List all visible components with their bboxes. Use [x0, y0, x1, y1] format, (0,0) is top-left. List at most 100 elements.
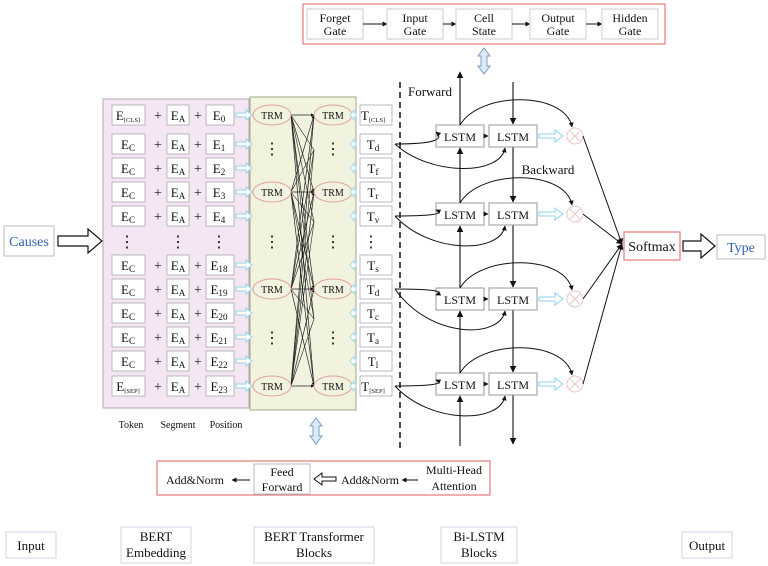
trm-connection	[290, 221, 315, 290]
trm-connection	[290, 114, 316, 387]
gate-label-line2: Gate	[324, 24, 347, 38]
emb-vdots: ⋮	[119, 234, 135, 251]
trm-node	[252, 104, 292, 126]
plus-sign: +	[194, 162, 202, 177]
token-embedding: E[CLS]	[116, 108, 140, 124]
trm-to-output-arrow	[349, 161, 357, 175]
token-embedding-box	[111, 104, 146, 126]
trm-connection	[290, 288, 315, 387]
token-embedding: EC	[121, 185, 135, 201]
gate-label-line1: Hidden	[612, 11, 647, 25]
segment-embedding: EA	[171, 379, 186, 395]
plus-sign: +	[194, 283, 202, 298]
segment-embedding: EA	[171, 354, 186, 370]
position-embedding: E22	[210, 354, 228, 370]
output-vdots: ⋮	[363, 234, 379, 251]
segment-embedding: EA	[171, 306, 186, 322]
plus-sign: +	[194, 210, 202, 225]
backward-lstm-label: LSTM	[497, 130, 529, 144]
segment-embedding-box	[166, 181, 190, 203]
position-embedding: E3	[213, 185, 226, 201]
embedding-footer-label: Segment	[161, 420, 196, 431]
feed-forward-box	[253, 463, 311, 495]
plus-sign: +	[154, 138, 162, 153]
trm-label: TRM	[261, 285, 283, 296]
plus-sign: +	[194, 186, 202, 201]
trm-vdots: ⋮	[325, 141, 341, 158]
trm-vdots: ⋮	[264, 141, 280, 158]
segment-embedding-box	[166, 375, 190, 397]
output-token: T[CLS]	[361, 108, 385, 124]
gate-box	[306, 8, 364, 40]
backward-lstm-label: LSTM	[497, 208, 529, 222]
token-embedding: EC	[121, 354, 135, 370]
segment-embedding: EA	[171, 209, 186, 225]
trm-to-output-arrow	[349, 330, 357, 344]
embedding-to-trm-arrow	[235, 282, 253, 296]
plus-sign: +	[154, 109, 162, 124]
output-token: Tl	[368, 354, 379, 370]
token-embedding: EC	[121, 306, 135, 322]
embedding-to-trm-arrow	[235, 108, 253, 122]
output-token-box	[359, 157, 393, 179]
segment-embedding-box	[166, 205, 190, 227]
emb-vdots: ⋮	[211, 234, 227, 251]
gate-label-line1: Output	[541, 11, 575, 25]
embedding-to-trm-arrow	[235, 306, 253, 320]
input-hollow-arrow	[57, 227, 103, 255]
trm-connection	[290, 149, 315, 387]
gate-label-line2: Gate	[404, 24, 427, 38]
output-token: Td	[367, 282, 380, 298]
multi-head-line2: Attention	[431, 479, 476, 493]
gate-label-line2: Gate	[619, 24, 642, 38]
trm-vdots: ⋮	[325, 330, 341, 347]
gate-label-line2: Gate	[547, 24, 570, 38]
trm-to-output-arrow	[349, 306, 357, 320]
trm-label: TRM	[322, 382, 344, 393]
forward-to-concat-arc	[459, 262, 574, 291]
embedding-footer-label: Token	[119, 420, 144, 431]
trm-label: TRM	[261, 188, 283, 199]
position-embedding-box	[205, 350, 235, 372]
output-token-box	[359, 104, 393, 126]
output-token: Tr	[368, 185, 379, 201]
token-embedding: EC	[121, 258, 135, 274]
position-embedding: E4	[213, 209, 226, 225]
output-token: Td	[367, 137, 380, 153]
segment-embedding-box	[166, 104, 190, 126]
plus-sign: +	[194, 109, 202, 124]
token-embedding: EC	[121, 209, 135, 225]
trm-vdots: ⋮	[264, 330, 280, 347]
gate-label-line1: Input	[402, 11, 428, 25]
lstm-to-concat-arrow	[538, 377, 564, 391]
output-token-box	[359, 278, 393, 300]
forward-to-concat-arc	[459, 347, 574, 376]
embedding-footer-label: Position	[210, 420, 243, 431]
trm-node	[252, 375, 292, 397]
backward-lstm-box	[488, 372, 538, 396]
input-to-backward-lstm	[394, 385, 507, 417]
segment-embedding-box	[166, 254, 190, 276]
backward-lstm-box	[488, 124, 538, 148]
concat-to-softmax-arrow	[582, 135, 623, 245]
backward-lstm-label: LSTM	[497, 293, 529, 307]
segment-embedding-box	[166, 157, 190, 179]
plus-sign: +	[194, 380, 202, 395]
forward-lstm-label: LSTM	[444, 208, 476, 222]
segment-embedding-box	[166, 278, 190, 300]
gate-label-line1: Forget	[319, 11, 351, 25]
plus-sign: +	[194, 138, 202, 153]
trm-connection	[290, 318, 315, 387]
stage-box	[681, 531, 733, 559]
plus-sign: +	[194, 355, 202, 370]
trm-label: TRM	[261, 382, 283, 393]
output-token: Tv	[367, 209, 380, 225]
input-to-backward-lstm	[394, 143, 507, 169]
trm-vdots: ⋮	[264, 234, 280, 251]
embedding-to-trm-arrow	[235, 185, 253, 199]
output-token-box	[359, 181, 393, 203]
plus-sign: +	[154, 186, 162, 201]
input-to-forward-lstm	[394, 379, 442, 387]
segment-embedding-box	[166, 350, 190, 372]
input-to-forward-lstm	[394, 131, 442, 145]
